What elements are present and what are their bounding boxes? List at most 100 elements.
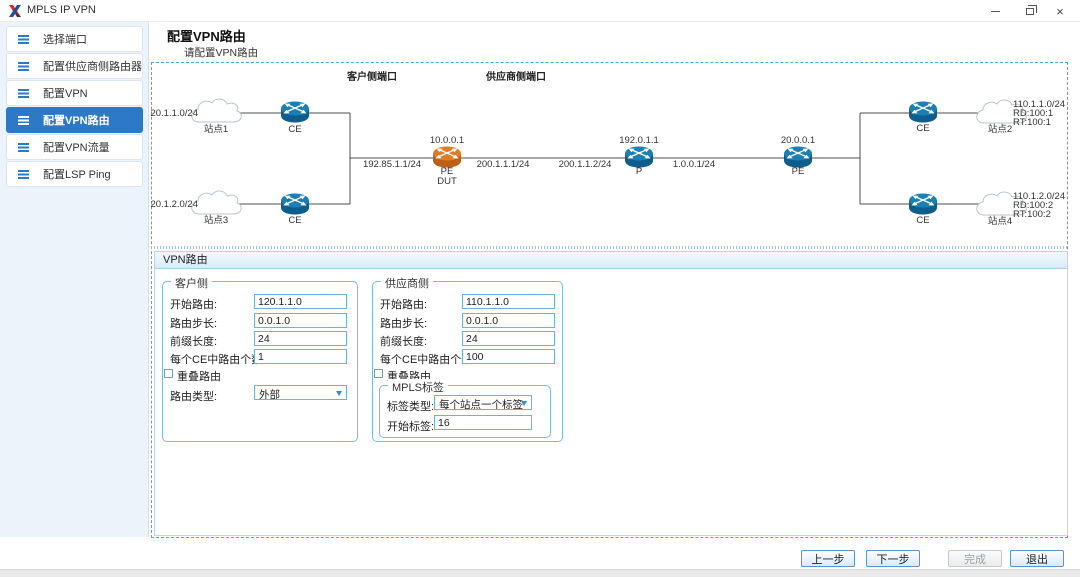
splitter-handle[interactable] [151,246,1068,249]
provider-prefix-length-input[interactable] [462,331,555,346]
label-type-dropdown[interactable]: 每个站点一个标签 [434,395,532,410]
site2-rd: RD:100:1 [1013,108,1053,119]
pe-ip: 20.0.0.1 [781,135,815,146]
site2-name: 站点2 [988,123,1012,135]
chevron-down-icon [336,391,342,396]
customer-start-route-input[interactable] [254,294,347,309]
minimize-button[interactable] [980,0,1010,22]
customer-route-step-input[interactable] [254,313,347,328]
sidebar-item-label: 配置供应商侧路由器 [43,61,142,73]
start-label-input[interactable] [434,415,532,430]
provider-route-step-input[interactable] [462,313,555,328]
menu-icon [18,142,29,152]
sidebar-item-label: 选择端口 [43,34,87,46]
sidebar-item-config-vpn[interactable]: 配置VPN [6,80,143,106]
site3-subnet: 120.1.2.0/24 [151,199,198,210]
app-logo-icon [9,5,21,17]
close-button[interactable]: × [1045,0,1075,22]
sidebar-item-vpn-route[interactable]: 配置VPN路由 [6,107,143,133]
provider-overlap-route-checkbox[interactable] [374,369,383,378]
link-p-pe-label: 1.0.0.1/24 [673,159,715,170]
start-route-label: 开始路由: [170,299,218,311]
customer-port-label: 客户侧端口 [346,70,397,83]
customer-routes-per-ce-input[interactable] [254,349,347,364]
customer-prefix-length-input[interactable] [254,331,347,346]
page-subtitle: 请配置VPN路由 [184,47,259,59]
finish-button: 完成 [948,550,1002,567]
start-label-label: 开始标签: [387,421,435,433]
ce3-router-icon[interactable] [280,192,310,216]
p-label: P [636,166,642,177]
site4-rd: RD:100:2 [1013,200,1053,211]
provider-side-legend: 供应商侧 [381,275,433,291]
provider-port-label: 供应商侧端口 [485,70,546,83]
p-router-icon[interactable] [624,145,654,169]
prefix-length-label: 前缀长度: [170,336,218,348]
provider-start-route-input[interactable] [462,294,555,309]
overlap-route-label: 重叠路由 [177,371,221,383]
maximize-button[interactable] [1015,0,1045,22]
sidebar-item-label: 配置VPN [43,88,88,100]
routes-per-ce-label: 每个CE中路由个数: [380,354,476,366]
menu-icon [18,88,29,98]
sidebar-item-lsp-ping[interactable]: 配置LSP Ping [6,161,143,187]
vpn-route-panel-title: VPN路由 [155,252,1067,269]
title-bar: MPLS IP VPN × [0,0,1080,22]
next-step-button[interactable]: 下一步 [866,550,920,567]
pe-dut-router-icon[interactable] [432,145,462,169]
route-type-value: 外部 [259,389,280,400]
site4-name: 站点4 [988,215,1012,227]
pe-dut-ip: 10.0.0.1 [430,135,464,146]
exit-button[interactable]: 退出 [1010,550,1064,567]
ce2-router-icon[interactable] [908,100,938,124]
customer-route-type-dropdown[interactable]: 外部 [254,385,347,400]
routes-per-ce-label: 每个CE中路由个数: [170,354,266,366]
ce1-router-icon[interactable] [280,100,310,124]
minimize-icon [990,10,1000,12]
site2-subnet: 110.1.1.0/24 [1013,99,1065,110]
prefix-length-label: 前缀长度: [380,336,428,348]
customer-side-legend: 客户侧 [171,275,212,291]
pe-dut-label: PE [441,166,454,177]
sidebar-item-label: 配置VPN路由 [43,115,110,127]
sidebar-item-label: 配置LSP Ping [43,169,111,181]
close-icon: × [1056,3,1064,19]
route-step-label: 路由步长: [380,318,428,330]
ce1-label: CE [288,124,301,135]
site1-name: 站点1 [204,123,228,135]
previous-step-button[interactable]: 上一步 [801,550,855,567]
p-ip: 192.0.1.1 [619,135,659,146]
provider-routes-per-ce-input[interactable] [462,349,555,364]
pe-label: PE [792,166,805,177]
site4-rt: RT:100:2 [1013,209,1051,220]
menu-icon [18,34,29,44]
sidebar-item-label: 配置VPN流量 [43,142,110,154]
site2-rt: RT:100:1 [1013,117,1051,128]
link-pe-p-left-label: 200.1.1.1/24 [477,159,530,170]
sidebar-item-vpn-traffic[interactable]: 配置VPN流量 [6,134,143,160]
customer-overlap-route-checkbox[interactable] [164,369,173,378]
taskbar-edge [0,569,1080,577]
topology-diagram: 客户侧端口 供应商侧端口 120.1.1.0/24 站点1 CE 120.1.2… [151,70,1065,227]
pe-router-icon[interactable] [783,145,813,169]
link-pe-p-right-label: 200.1.1.2/24 [559,159,612,170]
menu-icon [18,61,29,71]
site3-cloud[interactable] [191,190,242,215]
pe-dut-sublabel: DUT [437,176,457,187]
ce3-label: CE [288,215,301,226]
wizard-sidebar: 选择端口 配置供应商侧路由器 配置VPN 配置VPN路由 配置VPN流量 配置L… [0,22,149,537]
maximize-icon [1026,4,1037,15]
start-route-label: 开始路由: [380,299,428,311]
link-ce-pe-label: 192.85.1.1/24 [363,159,421,170]
chevron-down-icon [521,401,527,406]
sidebar-item-select-port[interactable]: 选择端口 [6,26,143,52]
site1-cloud[interactable] [191,98,242,123]
sidebar-item-provider-router[interactable]: 配置供应商侧路由器 [6,53,143,79]
ce4-router-icon[interactable] [908,192,938,216]
site1-subnet: 120.1.1.0/24 [151,108,198,119]
window-title: MPLS IP VPN [27,4,96,16]
label-type-label: 标签类型: [387,401,435,413]
page-title: 配置VPN路由 [167,29,246,44]
menu-icon [18,115,29,125]
